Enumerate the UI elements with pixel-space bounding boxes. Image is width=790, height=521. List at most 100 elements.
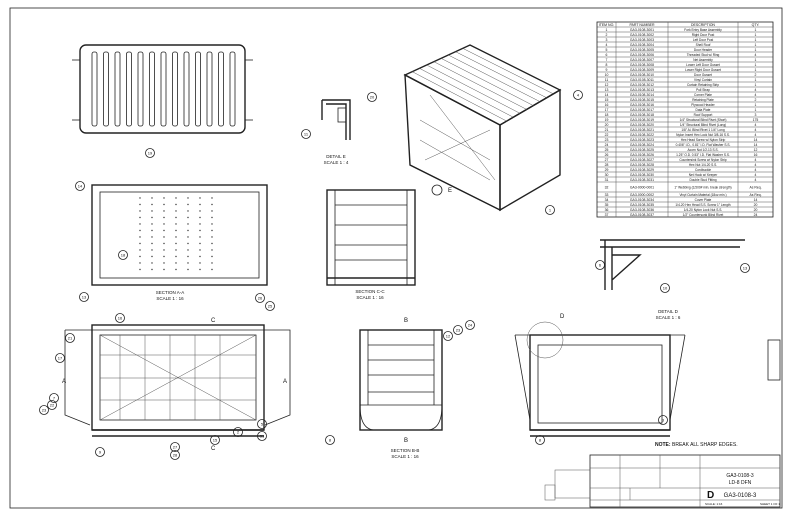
balloon-number: 16 [118,316,123,321]
bom-cell: GA3-0108-3013 [630,88,654,92]
balloon-item-13: 13 [740,263,750,273]
bom-cell: Lower Left Door Gusset [686,63,720,67]
bom-header-cell: ITEM NO. [599,23,615,27]
roof-slat [218,51,224,127]
bom-cell: Data Plate [696,108,711,112]
bom-cell: 4 [755,168,757,172]
rivet-mark [175,255,177,258]
bom-cell: 1" Webbing (3,500# min. break strength) [674,185,731,189]
bom-cell: Acorn Nut 1/2-13 S.S. [687,148,718,152]
bom-cell: GA3-0108-3004 [630,43,654,47]
balloon-number: 9 [99,450,102,455]
marker-b-top: B [404,318,408,324]
bom-cell: 1 [606,28,608,32]
balloon-item-2: 2 [233,427,243,437]
rivet-mark [187,255,189,258]
balloon-item-16: 16 [115,313,125,323]
balloon-number: 14 [78,184,83,189]
rivet-mark [163,255,165,258]
balloon-item-28: 28 [170,450,180,460]
rivet-mark [139,216,141,219]
bom-cell: GA3-0108-3024 [630,143,654,147]
balloon-item-21: 21 [65,333,75,343]
bom-cell: GA3-0108-3017 [630,108,654,112]
bom-cell: GA3-0108-3014 [630,93,654,97]
balloon-number: 23 [42,408,47,413]
bom-cell: GA3-0108-3027 [630,158,654,162]
bom-cell: 11 [605,78,609,82]
bom-cell: GA3-0108-3019 [630,118,654,122]
rivet-mark [163,197,165,199]
bom-cell: Cover Plate [695,198,712,202]
rivet-mark [175,216,177,219]
bom-cell: 23 [605,138,609,142]
bom-cell: 20 [754,208,758,212]
bom-cell: 1 [755,38,757,42]
balloon-number: 7 [53,396,56,401]
bom-cell: Nylon Insert Hex Lock Nut 3/8-16 S.S. [676,133,730,137]
rivet-mark [199,216,201,219]
roof-slat [195,51,201,127]
rivet-mark [175,242,177,245]
bom-cell: 36 [605,208,609,212]
bom-cell: 20 [605,123,609,127]
bom-cell: Vinyl Curtain Material (18oz min.) [679,193,726,197]
rivet-mark [199,210,201,212]
section-cc-label: SECTION C-C [355,289,385,294]
rivet-mark [211,268,213,271]
bom-cell: 1/4" Structural Blind Rivet (Long) [680,123,726,127]
balloon-item-10: 10 [660,283,670,293]
bom-header-cell: DESCRIPTION [691,23,715,27]
balloon-item-12: 12 [443,331,453,341]
balloon-number: 23 [456,328,461,333]
bom-cell: Hex Head Screw w/ Nylon Strip [681,138,726,142]
bom-cell: 25 [605,148,609,152]
side-tab [767,339,781,381]
roof-slat [160,51,167,127]
rivet-mark [187,197,189,199]
section-aa-label: SECTION A-A [156,290,185,295]
bom-cell: GA3-0108-3022 [630,133,654,137]
bom-cell: GA3-0108-3007 [630,58,654,62]
balloon-number: 24 [468,323,473,328]
rivet-mark [211,249,213,251]
rivet-mark [151,268,153,271]
rivet-mark [139,223,141,225]
bom-cell: 1 [755,43,757,47]
balloon-item-6: 6 [595,260,605,270]
marker-a-left: A [62,379,66,385]
bom-cell: GA3-0108-3012 [630,83,654,87]
bom-cell: 21 [605,128,609,132]
bom-cell: GA3-0108-3008 [630,63,654,67]
balloon-item-31: 31 [257,431,267,441]
rivet-mark [175,223,177,225]
marker-c-bottom: C [211,446,216,452]
balloon-number: 3 [662,418,665,423]
roof-slat [126,51,132,127]
roof-slat [149,51,155,127]
roof-slat [103,51,109,127]
roof-slat [229,51,236,127]
bom-cell: GA3-0108-3026 [630,153,654,157]
marker-b-bottom: B [404,438,408,444]
bom-cell: GA3-0108-3029 [630,168,654,172]
rivet-mark [211,223,213,225]
bom-cell: 34 [605,198,609,202]
title-text: GA3-0108-3 [726,473,753,479]
rivet-mark [199,229,201,232]
